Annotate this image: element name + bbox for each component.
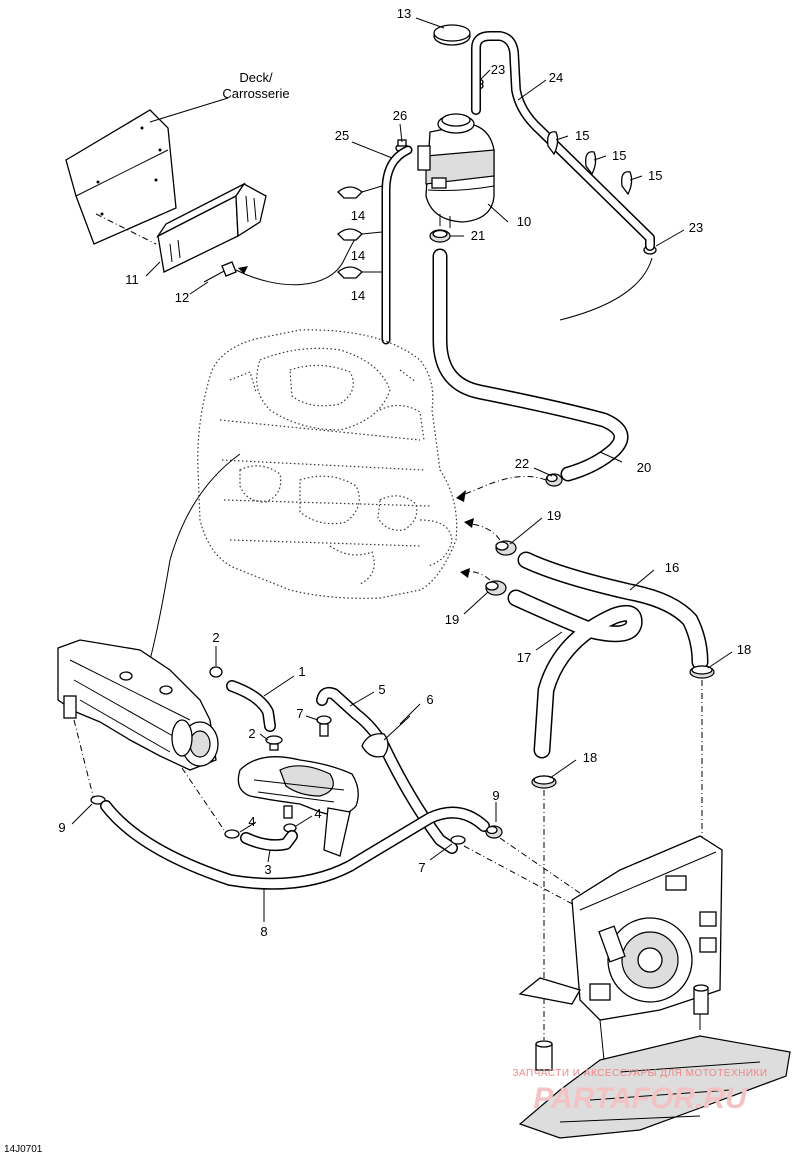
callout-2: 2	[248, 726, 255, 741]
hose-clamp-part-22	[545, 473, 563, 487]
clip-part-15-b	[585, 151, 597, 176]
drawing-code: 14J0701	[4, 1144, 43, 1155]
outlet-fitting-left	[535, 1040, 553, 1071]
clip-part-15-a	[547, 131, 559, 156]
clip-part-14-c	[337, 266, 363, 279]
callout-19: 19	[547, 508, 561, 523]
hull-section	[518, 1035, 791, 1139]
callout-2: 2	[212, 630, 219, 645]
ride-plate-heat-exchanger	[518, 835, 723, 1061]
callout-8: 8	[260, 924, 267, 939]
bracket-part-11	[156, 182, 267, 273]
deck-label-line1: Deck/	[239, 70, 273, 85]
callout-7: 7	[418, 860, 425, 875]
hose-clamp-part-7-upper	[316, 715, 332, 737]
callout-21: 21	[471, 228, 485, 243]
callout-3: 3	[264, 862, 271, 877]
screw-part-12	[203, 261, 237, 283]
callout-15: 15	[648, 168, 662, 183]
hose-clamp-part-19-upper	[495, 540, 517, 556]
callout-5: 5	[378, 682, 385, 697]
callout-18: 18	[737, 642, 751, 657]
callout-14: 14	[351, 248, 365, 263]
callout-22: 22	[515, 456, 529, 471]
callout-7: 7	[296, 706, 303, 721]
callout-15: 15	[612, 148, 626, 163]
reservoir-cap-part-13	[433, 24, 471, 46]
hose-clamp-part-18-lower	[531, 775, 557, 789]
watermark-text: ЗАПЧАСТИ И АКСЕССУАРЫ ДЛЯ МОТОТЕХНИКИ	[512, 1068, 767, 1079]
callout-14: 14	[351, 208, 365, 223]
deck-panel	[65, 109, 177, 245]
hose-part-8	[100, 800, 490, 890]
hose-clamp-part-2-lower	[265, 735, 283, 751]
outlet-fitting-right	[693, 984, 709, 1015]
hose-clamp-part-21	[429, 229, 451, 243]
callout-19: 19	[445, 612, 459, 627]
hose-clamp-part-9-right	[485, 825, 503, 839]
water-box	[237, 756, 359, 857]
exhaust-manifold	[57, 639, 219, 771]
hose-part-24	[471, 31, 655, 251]
callout-labels: 13 23 24 26 25 15 15 15 14 14 14 10 21 2…	[58, 6, 751, 939]
leader-lines	[71, 17, 733, 922]
callout-25: 25	[335, 128, 349, 143]
callout-26: 26	[393, 108, 407, 123]
hose-clamp-part-2-upper	[209, 666, 223, 678]
clip-part-14-b	[337, 228, 363, 241]
hose-part-1	[226, 680, 276, 732]
watermark-brand: PARTAFOR.RU	[533, 1082, 748, 1115]
callout-1: 1	[298, 664, 305, 679]
callout-23: 23	[491, 62, 505, 77]
callout-12: 12	[175, 290, 189, 305]
callout-4: 4	[248, 814, 255, 829]
hose-clamp-part-7-lower	[450, 835, 466, 845]
clip-part-15-c	[621, 171, 633, 196]
hose-part-16	[517, 551, 709, 671]
strap-part-6	[361, 715, 411, 758]
engine-block	[197, 329, 458, 599]
coolant-reservoir-part-10	[417, 113, 495, 228]
callout-20: 20	[637, 460, 651, 475]
callout-4: 4	[314, 806, 321, 821]
hose-part-20	[432, 248, 629, 482]
hose-clamp-part-9-left	[90, 795, 106, 805]
callout-16: 16	[665, 560, 679, 575]
callout-11: 11	[125, 272, 139, 287]
hose-clamp-part-4-left	[224, 829, 240, 839]
callout-24: 24	[549, 70, 563, 85]
watermark: ЗАПЧАСТИ И АКСЕССУАРЫ ДЛЯ МОТОТЕХНИКИ PA…	[512, 1068, 767, 1115]
hose-clamp-part-18-upper	[689, 665, 715, 679]
deck-label: Deck/ Carrosserie	[222, 70, 289, 101]
callout-9: 9	[492, 788, 499, 803]
callout-10: 10	[517, 214, 531, 229]
callout-18: 18	[583, 750, 597, 765]
hose-clamp-part-19-lower	[485, 580, 507, 596]
callout-15: 15	[575, 128, 589, 143]
hose-part-17	[507, 589, 643, 759]
callout-17: 17	[517, 650, 531, 665]
hose-part-25	[381, 145, 413, 345]
hose-part-3	[240, 830, 298, 852]
callout-23: 23	[689, 220, 703, 235]
callout-6: 6	[426, 692, 433, 707]
clip-part-14-a	[337, 186, 363, 199]
callout-9: 9	[58, 820, 65, 835]
deck-label-line2: Carrosserie	[222, 86, 289, 101]
callout-14: 14	[351, 288, 365, 303]
fitting-part-4-upper	[283, 805, 293, 819]
callout-13: 13	[397, 6, 411, 21]
